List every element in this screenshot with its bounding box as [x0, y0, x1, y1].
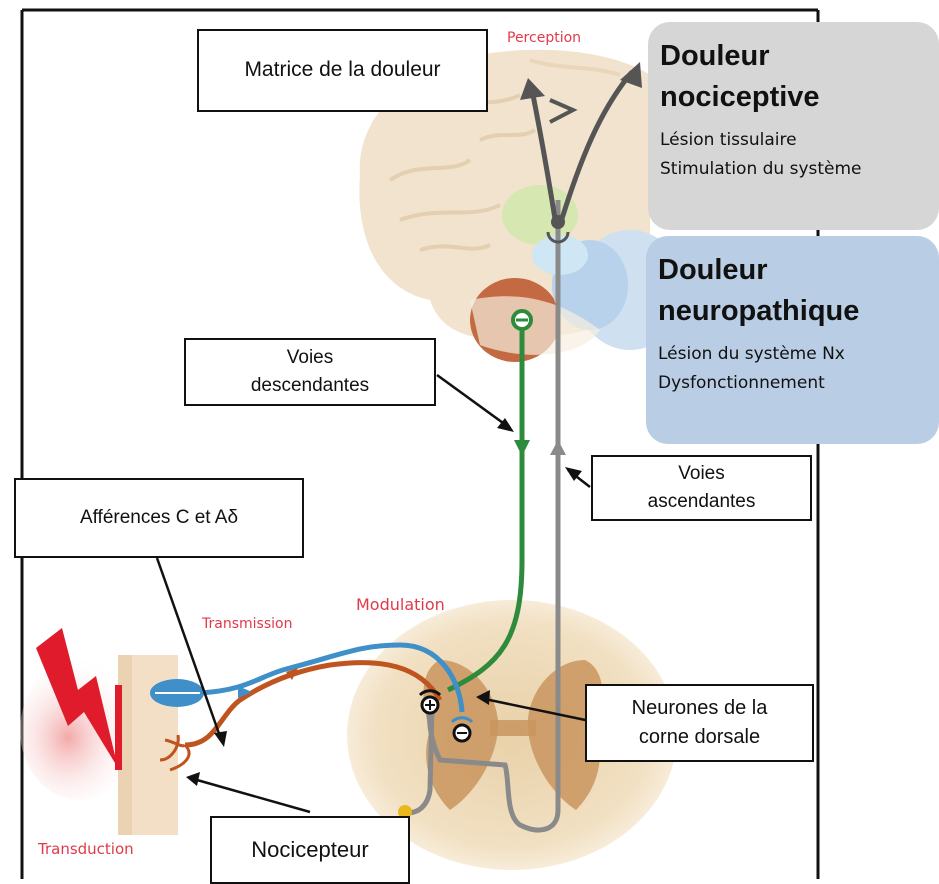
stage-modulation: Modulation	[356, 595, 445, 614]
ascending-pathways-label-box: Voies ascendantes	[591, 455, 812, 521]
ascending-arrow-icon	[550, 440, 566, 455]
nociceptive-title-line-1: Douleur	[660, 36, 929, 77]
dorsal-horn-label-line-1: Neurones de la	[632, 694, 768, 723]
stage-perception: Perception	[507, 30, 581, 46]
neuropathic-title-line-1: Douleur	[658, 250, 929, 291]
thalamus-synapse-icon	[551, 215, 565, 229]
dorsal-horn-label-line-2: corne dorsale	[639, 723, 760, 752]
stimulus-bar-icon	[115, 685, 122, 770]
neuropathic-title-line-2: neuropathique	[658, 291, 929, 332]
nociceptive-cause-2: Stimulation du système	[660, 155, 929, 184]
neuropathic-cause-2: Dysfonctionnement	[658, 369, 929, 398]
nociceptor-label-box: Nocicepteur	[210, 816, 410, 884]
descending-pathways-label-box: Voies descendantes	[184, 338, 436, 406]
stage-transmission: Transmission	[202, 616, 292, 632]
descending-arrow-icon	[514, 440, 530, 456]
nociceptor-label: Nocicepteur	[251, 834, 368, 866]
dorsal-horn-neurons-label-box: Neurones de la corne dorsale	[585, 684, 814, 762]
afferents-label: Afférences C et Aδ	[80, 504, 238, 532]
pain-matrix-label: Matrice de la douleur	[244, 55, 440, 85]
ascending-label-line-2: ascendantes	[648, 488, 756, 516]
nociceptive-title-line-2: nociceptive	[660, 77, 929, 118]
descending-label-line-1: Voies	[287, 344, 333, 372]
ascending-label-line-1: Voies	[678, 460, 724, 488]
nociceptive-cause-1: Lésion tissulaire	[660, 126, 929, 155]
pain-matrix-label-box: Matrice de la douleur	[197, 29, 488, 112]
afferents-label-box: Afférences C et Aδ	[14, 478, 304, 558]
skin-tissue-illustration	[20, 655, 178, 835]
nociceptive-pain-panel: Douleur nociceptive Lésion tissulaire St…	[648, 22, 939, 230]
neuropathic-cause-1: Lésion du système Nx	[658, 340, 929, 369]
descending-label-line-2: descendantes	[251, 372, 369, 400]
neuropathic-pain-panel: Douleur neuropathique Lésion du système …	[646, 236, 939, 444]
stage-transduction: Transduction	[38, 840, 134, 858]
